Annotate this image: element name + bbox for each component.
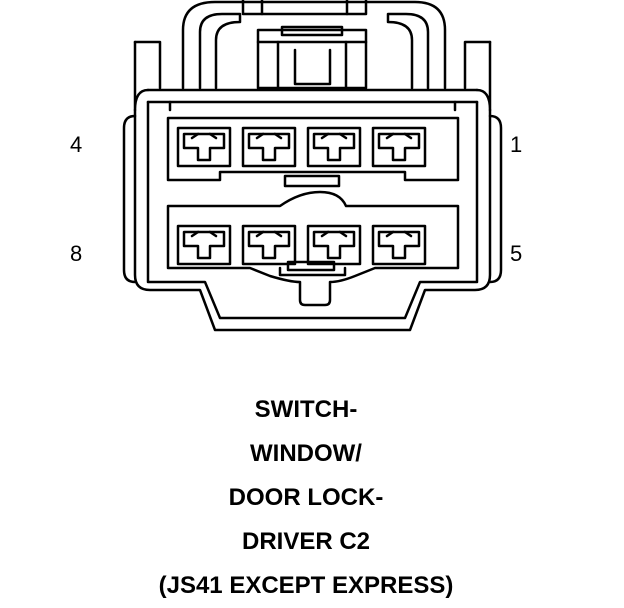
terminal-tab	[190, 132, 218, 140]
terminal-slot	[247, 132, 291, 162]
cavity-outline	[306, 126, 362, 168]
terminal-slot	[312, 230, 356, 260]
terminal-slot	[182, 230, 226, 260]
terminal-cavity	[176, 224, 232, 266]
cavity-outline	[371, 126, 427, 168]
connector-latch	[181, 0, 447, 90]
terminal-tab	[190, 230, 218, 238]
pin-label-bottom-left: 8	[70, 241, 83, 266]
connector-caption: SWITCH- WINDOW/ DOOR LOCK- DRIVER C2 (JS…	[0, 388, 612, 608]
terminal-slot	[312, 132, 356, 162]
terminal-tab	[320, 132, 348, 140]
terminal-tab	[255, 132, 283, 140]
terminal-tab	[320, 230, 348, 238]
terminal-tab	[385, 132, 413, 140]
terminal-tab	[385, 230, 413, 238]
cavity-outline	[241, 224, 297, 266]
caption-line: SWITCH-	[254, 396, 358, 423]
caption-line: DOOR LOCK-	[228, 484, 384, 511]
bottom-row-frame	[166, 190, 460, 307]
connector-housing	[122, 40, 503, 332]
terminal-cavity	[241, 224, 297, 266]
terminal-cavity	[241, 126, 297, 168]
top-row-frame	[166, 116, 460, 188]
cavity-outline	[371, 224, 427, 266]
cavity-outline	[241, 126, 297, 168]
terminal-cavity	[371, 224, 427, 266]
terminal-cavity	[306, 224, 362, 266]
caption-line: DRIVER C2	[241, 528, 371, 555]
pin-label-top-left: 4	[70, 132, 83, 157]
pin-label-top-right: 1	[510, 132, 523, 157]
terminal-slot	[182, 132, 226, 162]
connector-diagram	[122, 0, 503, 332]
terminal-slot	[377, 230, 421, 260]
cavity-outline	[176, 224, 232, 266]
terminal-cavity	[176, 126, 232, 168]
terminal-tab	[255, 230, 283, 238]
cavity-outline	[306, 224, 362, 266]
caption-line: (JS41 EXCEPT EXPRESS)	[158, 572, 454, 599]
pin-label-bottom-right: 5	[510, 241, 523, 266]
terminal-slot	[377, 132, 421, 162]
caption-line: WINDOW/	[250, 440, 362, 467]
terminal-cavity	[306, 126, 362, 168]
terminal-slot	[247, 230, 291, 260]
cavity-outline	[176, 126, 232, 168]
cavity-group	[176, 126, 427, 266]
terminal-cavity	[371, 126, 427, 168]
